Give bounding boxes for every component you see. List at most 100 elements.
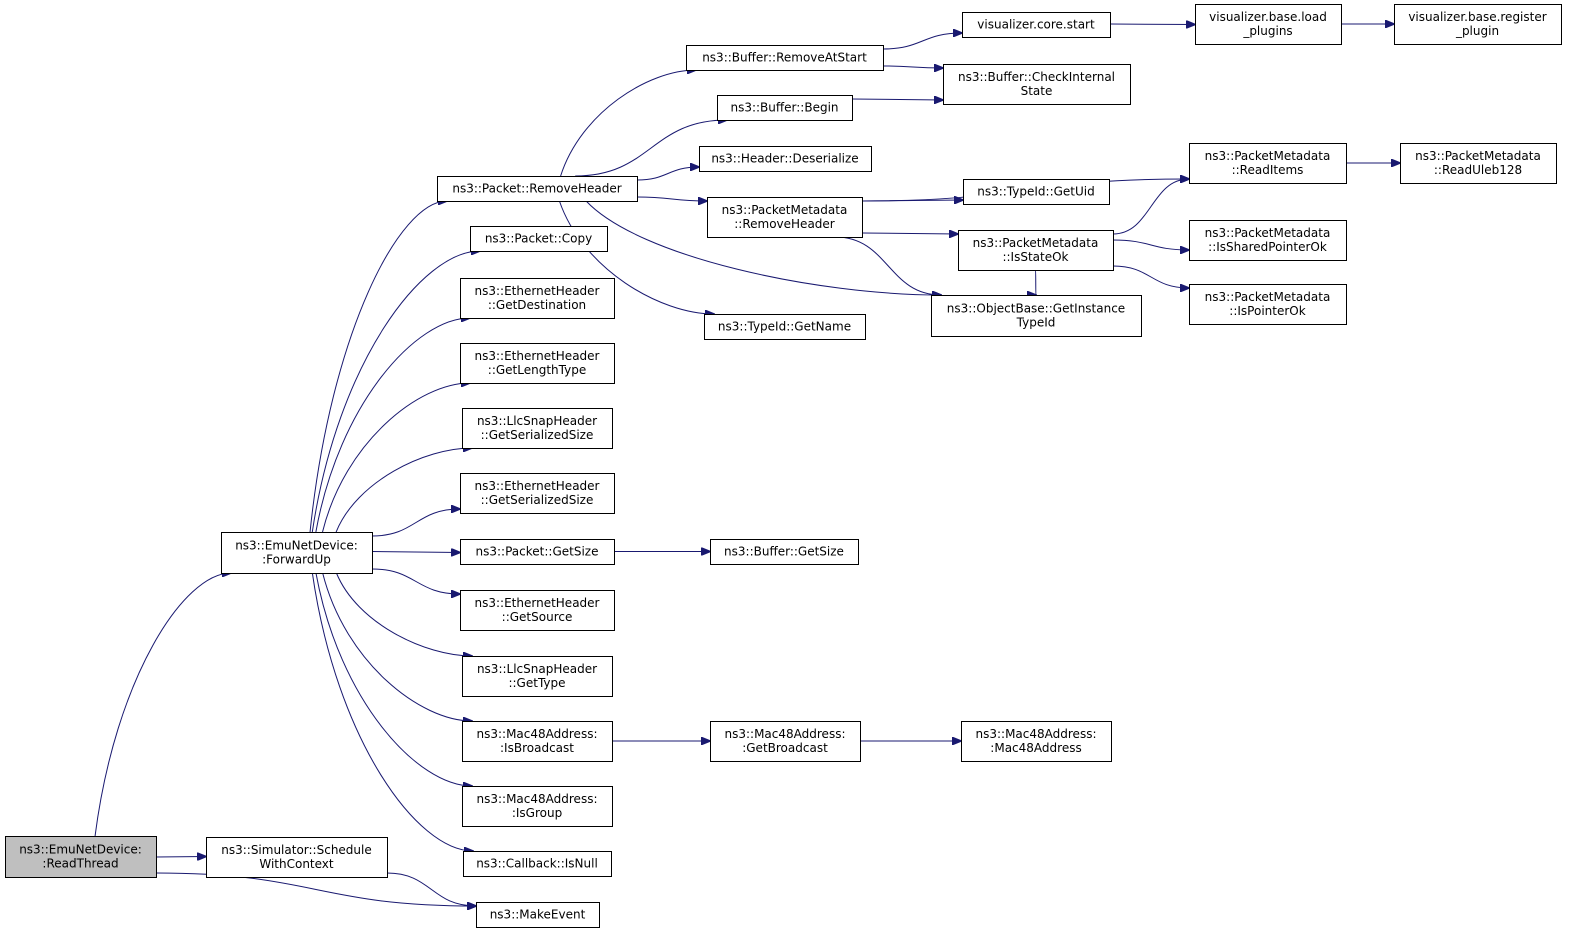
node-box <box>1189 220 1347 261</box>
node-llcsersize[interactable]: ns3::LlcSnapHeader::GetSerializedSize <box>462 408 613 449</box>
node-label: _plugin <box>1455 24 1499 38</box>
node-copy[interactable]: ns3::Packet::Copy <box>470 226 608 252</box>
node-label: ns3::PacketMetadata <box>1415 149 1541 163</box>
node-label: ns3::Mac48Address: <box>976 727 1097 741</box>
node-getuid[interactable]: ns3::TypeId::GetUid <box>963 179 1110 205</box>
node-box <box>437 176 638 202</box>
node-label: ::GetSource <box>502 610 573 624</box>
node-label: ::IsPointerOk <box>1229 304 1305 318</box>
node-label: ns3::LlcSnapHeader <box>477 662 597 676</box>
node-removeheader[interactable]: ns3::Packet::RemoveHeader <box>437 176 638 202</box>
node-isstateok[interactable]: ns3::PacketMetadata::IsStateOk <box>958 230 1114 271</box>
node-readuleb[interactable]: ns3::PacketMetadata::ReadUleb128 <box>1400 143 1557 184</box>
node-removeatstart[interactable]: ns3::Buffer::RemoveAtStart <box>686 45 884 71</box>
node-box <box>963 179 1110 205</box>
node-box <box>460 343 615 384</box>
node-label: ns3::PacketMetadata <box>973 236 1099 250</box>
node-label: ns3::EmuNetDevice: <box>19 843 142 857</box>
node-registerplugin[interactable]: visualizer.base.register_plugin <box>1394 4 1562 45</box>
node-label: TypeId <box>1016 316 1056 330</box>
node-getlentype[interactable]: ns3::EthernetHeader::GetLengthType <box>460 343 615 384</box>
node-isptrok[interactable]: ns3::PacketMetadata::IsPointerOk <box>1189 284 1347 325</box>
node-getbroadcast[interactable]: ns3::Mac48Address::GetBroadcast <box>710 721 861 762</box>
node-getsize[interactable]: ns3::Packet::GetSize <box>460 539 615 565</box>
edge-forwardup-to-llcsersize <box>335 448 472 533</box>
node-label: ::IsSharedPointerOk <box>1208 240 1327 254</box>
node-label: ns3::TypeId::GetUid <box>977 185 1095 199</box>
edge-forwardup-to-getdest <box>315 318 470 533</box>
node-readthread[interactable]: ns3::EmuNetDevice::ReadThread <box>5 836 157 878</box>
node-label: ns3::Buffer::GetSize <box>724 545 844 559</box>
node-box <box>1189 143 1347 184</box>
node-label: ::RemoveHeader <box>734 217 835 231</box>
node-isnull[interactable]: ns3::Callback::IsNull <box>463 851 612 877</box>
node-vizstart[interactable]: visualizer.core.start <box>962 12 1111 38</box>
node-makeevent[interactable]: ns3::MakeEvent <box>476 902 600 928</box>
node-box <box>462 408 613 449</box>
edge-isstateok-to-readitems <box>1112 179 1189 235</box>
node-label: visualizer.base.register <box>1408 10 1546 24</box>
node-box <box>1400 143 1557 184</box>
node-issharedptr[interactable]: ns3::PacketMetadata::IsSharedPointerOk <box>1189 220 1347 261</box>
node-box <box>686 45 884 71</box>
node-label: ns3::Buffer::CheckInternal <box>958 70 1115 84</box>
node-box <box>463 851 612 877</box>
node-isbroadcast[interactable]: ns3::Mac48Address::IsBroadcast <box>462 721 613 762</box>
node-getsource[interactable]: ns3::EthernetHeader::GetSource <box>460 590 615 631</box>
node-pmremoveheader[interactable]: ns3::PacketMetadata::RemoveHeader <box>707 197 863 238</box>
node-getdest[interactable]: ns3::EthernetHeader::GetDestination <box>460 278 615 319</box>
node-mac48address[interactable]: ns3::Mac48Address::Mac48Address <box>961 721 1112 762</box>
node-box <box>221 532 373 574</box>
node-deserialize[interactable]: ns3::Header::Deserialize <box>699 146 872 172</box>
node-label: ns3::Mac48Address: <box>477 727 598 741</box>
node-label: visualizer.core.start <box>977 18 1095 32</box>
node-label: :GetBroadcast <box>742 741 828 755</box>
node-getname[interactable]: ns3::TypeId::GetName <box>704 314 866 340</box>
node-label: State <box>1021 84 1053 98</box>
node-label: ns3::PacketMetadata <box>1205 226 1331 240</box>
edge-pmremoveheader-to-isstateok <box>861 233 958 234</box>
node-label: :Mac48Address <box>990 741 1081 755</box>
edge-forwardup-to-copy <box>311 251 480 533</box>
node-label: ns3::LlcSnapHeader <box>477 414 597 428</box>
node-label: ::ReadItems <box>1232 163 1304 177</box>
node-box <box>931 295 1142 337</box>
edge-pmremoveheader-to-getinstancetypeid <box>835 236 941 295</box>
node-box <box>710 539 859 565</box>
node-label: ns3::EthernetHeader <box>475 596 600 610</box>
node-label: ::GetDestination <box>488 298 586 312</box>
node-buffergetsize[interactable]: ns3::Buffer::GetSize <box>710 539 859 565</box>
node-box <box>460 278 615 319</box>
node-box <box>958 230 1114 271</box>
node-label: ns3::Simulator::Schedule <box>221 843 372 857</box>
node-loadplugins[interactable]: visualizer.base.load_plugins <box>1195 4 1342 45</box>
node-label: ns3::Packet::RemoveHeader <box>452 182 621 196</box>
node-box <box>460 473 615 514</box>
node-readitems[interactable]: ns3::PacketMetadata::ReadItems <box>1189 143 1347 184</box>
node-ethsersize[interactable]: ns3::EthernetHeader::GetSerializedSize <box>460 473 615 514</box>
node-box <box>460 590 615 631</box>
node-forwardup[interactable]: ns3::EmuNetDevice::ForwardUp <box>221 532 373 574</box>
edge-removeheader-to-removeatstart <box>560 70 696 177</box>
edge-forwardup-to-isbroadcast <box>322 572 472 721</box>
node-label: :IsBroadcast <box>500 741 574 755</box>
node-label: visualizer.base.load <box>1209 10 1327 24</box>
node-gettype[interactable]: ns3::LlcSnapHeader::GetType <box>462 656 613 697</box>
node-begin[interactable]: ns3::Buffer::Begin <box>717 95 853 121</box>
node-label: ::IsStateOk <box>1002 250 1068 264</box>
node-label: ns3::Callback::IsNull <box>476 857 598 871</box>
node-label: ns3::EthernetHeader <box>475 284 600 298</box>
node-box <box>707 197 863 238</box>
node-label: ns3::Buffer::Begin <box>730 101 838 115</box>
edge-forwardup-to-getsource <box>371 568 460 594</box>
node-isgroup[interactable]: ns3::Mac48Address::IsGroup <box>462 786 613 827</box>
node-label: :ForwardUp <box>262 553 331 567</box>
node-label: ns3::Packet::Copy <box>485 232 592 246</box>
node-box <box>1189 284 1347 325</box>
node-box <box>462 786 613 827</box>
edge-forwardup-to-getsize <box>371 552 460 553</box>
node-box <box>470 226 608 252</box>
